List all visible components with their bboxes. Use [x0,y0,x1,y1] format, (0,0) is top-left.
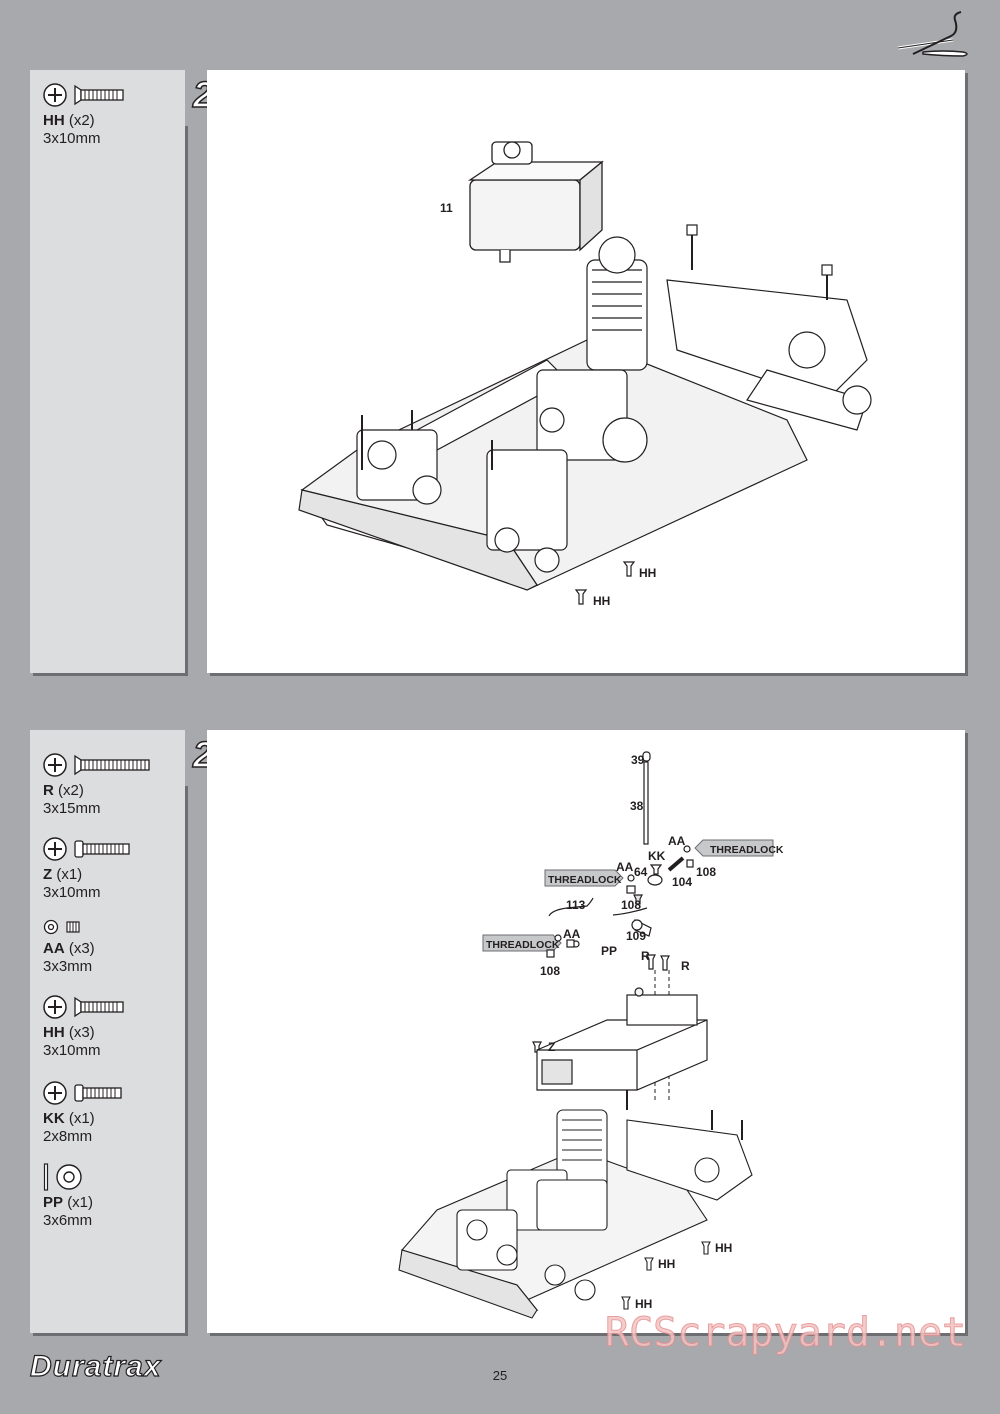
callout-hh: HH [635,1297,652,1311]
phillips-head-icon [43,837,67,861]
callout-aa: AA [668,834,686,848]
callout-pp: PP [601,944,617,958]
part-r: R (x2) 3x15mm [43,750,151,818]
part-code: HH [43,1024,65,1041]
callout-113: 113 [566,898,586,912]
part-hh: HH (x2) 3x10mm [43,80,125,148]
callout-109: 109 [626,929,646,943]
watermark: RCScrapyard.net [604,1310,967,1357]
callout-r: R [641,949,650,963]
part-z: Z (x1) 3x10mm [43,834,131,902]
page-number: 25 [492,1368,508,1383]
cap-screw-icon [74,840,130,858]
callout-108: 108 [621,898,641,912]
part-size: 3x15mm [43,800,101,817]
callout-108: 108 [540,964,560,978]
callout-hh: HH [593,594,610,608]
part-pp: PP (x1) 3x6mm [43,1162,93,1230]
washer-side-icon [43,1163,49,1191]
flat-head-screw-icon [74,754,150,776]
part-size: 3x3mm [43,958,93,975]
part-code: R [43,782,54,799]
tools-icon [897,11,968,57]
washer-icon [56,1164,82,1190]
phillips-head-icon [43,83,67,107]
flat-head-screw-icon [74,84,124,106]
part-qty: (x2) [58,782,84,799]
callout-r: R [681,959,690,973]
part-hh: HH (x3) 3x10mm [43,992,125,1060]
cap-screw-icon [74,1084,122,1102]
phillips-head-icon [43,753,67,777]
part-size: 3x6mm [43,1212,93,1229]
chassis-diagram: 11 HH HH [298,141,872,608]
diagram-panel: 39 38 AA THREADLOCK KK AA 64 108 THREADL… [207,730,965,1333]
callout-108: 108 [696,865,716,879]
threadlock-label: THREADLOCK [548,874,622,886]
linkage-parts-drawing [532,845,694,1053]
callout-39: 39 [631,753,645,767]
threadlock-label: THREADLOCK [486,939,560,951]
part-size: 3x10mm [43,884,101,901]
callout-11: 11 [440,201,453,215]
part-code: HH [43,112,65,129]
part-qty: (x1) [56,866,83,883]
callout-104: 104 [672,875,692,889]
phillips-head-icon [43,995,67,1019]
threadlock-label: THREADLOCK [710,844,784,856]
hh-screws-drawing [621,1241,711,1310]
part-code: AA [43,940,65,957]
part-qty: (x3) [68,1024,95,1041]
step-24: HH (x2) 3x10mm 24 [30,70,966,673]
parts-panel: HH (x2) 3x10mm [30,70,185,673]
part-code: KK [43,1110,65,1127]
chassis-drawing [398,1090,753,1319]
phillips-head-icon [43,1081,67,1105]
part-size: 3x10mm [43,130,101,147]
callout-64: 64 [634,865,648,879]
throttle-linkage-diagram: 39 38 AA THREADLOCK KK AA 64 108 THREADL… [398,751,784,1319]
radio-box-drawing [536,987,708,1091]
callout-aa: AA [563,927,581,941]
parts-panel: R (x2) 3x15mm Z (x1) 3x10mm AA (x3) 3x3m… [30,730,185,1333]
callout-aa: AA [616,860,634,874]
part-qty: (x2) [68,112,95,129]
threadlock-tube-icon [482,839,774,952]
part-qty: (x1) [68,1110,95,1127]
brand-logo: Duratrax [29,1349,162,1383]
flat-head-screw-icon [74,996,124,1018]
fuel-tank-drawing [467,141,604,263]
part-code: PP [43,1194,64,1211]
chassis-drawing [298,224,872,591]
set-screw-icon [66,921,80,933]
step-25: R (x2) 3x15mm Z (x1) 3x10mm AA (x3) 3x3m… [30,730,966,1333]
diagram-panel: 11 HH HH [207,70,965,673]
hh-screws-drawing [574,561,636,605]
callout-hh: HH [639,566,656,580]
hex-socket-icon [43,919,59,935]
pushrod-drawing [642,751,651,845]
callout-hh: HH [715,1241,732,1255]
part-kk: KK (x1) 2x8mm [43,1078,123,1146]
part-size: 3x10mm [43,1042,101,1059]
callout-kk: KK [648,849,666,863]
part-code: Z [43,866,53,883]
part-qty: (x1) [67,1194,94,1211]
part-size: 2x8mm [43,1128,93,1145]
part-qty: (x3) [68,940,95,957]
callout-hh: HH [658,1257,675,1271]
callout-38: 38 [630,799,644,813]
part-aa: AA (x3) 3x3mm [43,916,95,976]
callout-z: Z [548,1040,555,1054]
